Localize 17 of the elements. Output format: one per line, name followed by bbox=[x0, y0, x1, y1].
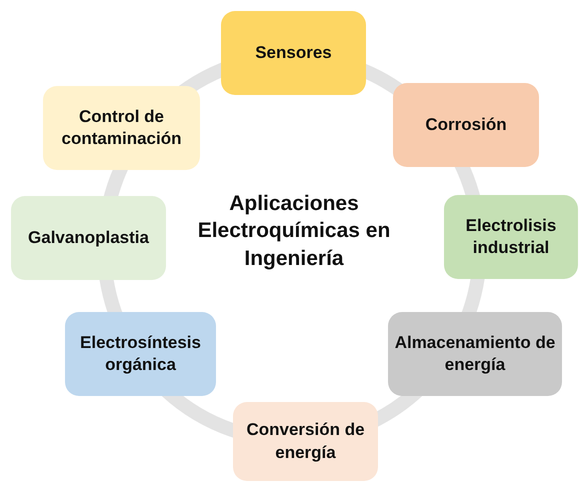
node-label: Almacenamiento de energía bbox=[394, 332, 556, 376]
rounded-box bbox=[233, 402, 378, 481]
node-label: Electrosíntesis orgánica bbox=[79, 332, 202, 376]
center-title: Aplicaciones Electroquímicas en Ingeniería bbox=[196, 191, 392, 272]
rounded-box bbox=[221, 11, 366, 95]
rounded-box bbox=[11, 196, 166, 280]
node-label: Galvanoplastia bbox=[28, 226, 149, 249]
rounded-box bbox=[65, 312, 216, 396]
rounded-box bbox=[444, 195, 578, 279]
node-label: Conversión de energía bbox=[245, 419, 366, 464]
node-label: Corrosión bbox=[425, 114, 507, 136]
rounded-box bbox=[43, 86, 200, 170]
rounded-box bbox=[388, 312, 562, 396]
node-label: Electrolisis industrial bbox=[464, 214, 558, 259]
rounded-box bbox=[393, 83, 539, 167]
node-label: Control de contaminación bbox=[60, 106, 182, 150]
node-label: Sensores bbox=[255, 42, 332, 64]
